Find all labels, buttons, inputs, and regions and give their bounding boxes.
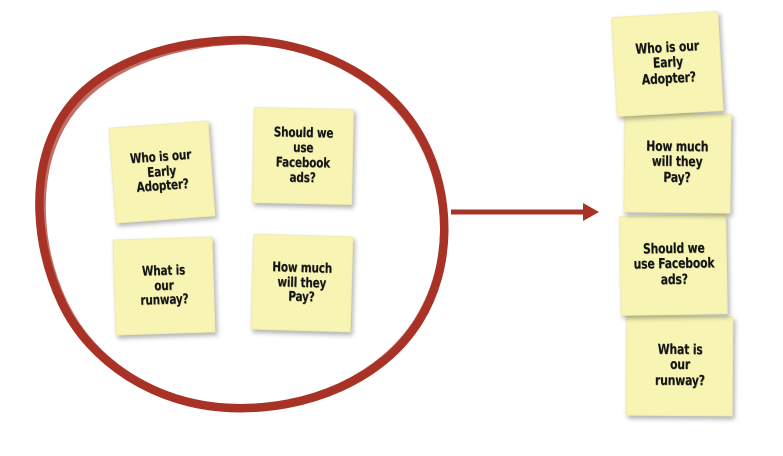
sticky-note-text: What is our runway?: [140, 262, 189, 310]
sticky-note-text: How much will they Pay?: [646, 138, 709, 186]
sticky-note-sorted-2[interactable]: How much will they Pay?: [623, 112, 732, 214]
sticky-note-unsorted-3[interactable]: What is our runway?: [112, 236, 216, 336]
hand-drawn-circle-icon: [35, 35, 449, 413]
sticky-note-text: Should we use Facebook ads?: [632, 240, 715, 288]
sticky-note-sorted-1[interactable]: Who is our Early Adopter?: [611, 11, 724, 117]
sticky-note-unsorted-1[interactable]: Who is our Early Adopter?: [108, 120, 216, 224]
sticky-note-unsorted-4[interactable]: How much will they Pay?: [250, 233, 354, 333]
arrow-right-icon: [451, 203, 599, 221]
sticky-note-text: Who is our Early Adopter?: [634, 38, 699, 89]
sticky-note-unsorted-2[interactable]: Should we use Facebook ads?: [252, 106, 354, 206]
sticky-note-sorted-4[interactable]: What is our runway?: [625, 315, 734, 417]
sticky-note-text: What is our runway?: [654, 341, 705, 389]
sticky-note-text: How much will they Pay?: [272, 258, 333, 306]
sticky-note-text: Should we use Facebook ads?: [273, 124, 334, 187]
sticky-note-sorted-3[interactable]: Should we use Facebook ads?: [619, 214, 728, 316]
sticky-note-text: Who is our Early Adopter?: [129, 146, 193, 197]
